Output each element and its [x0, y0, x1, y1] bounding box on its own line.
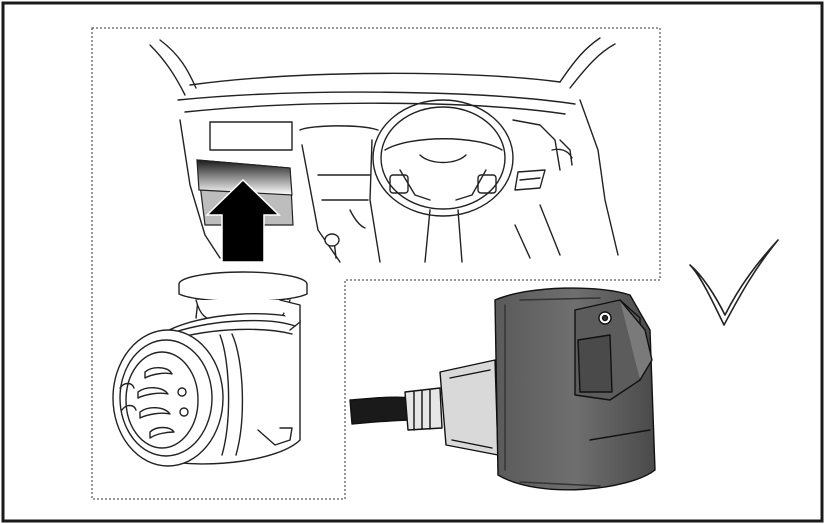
trailer-socket-connector [349, 287, 656, 491]
insert-direction-arrow [205, 178, 281, 263]
dotted-callout-outline [91, 27, 661, 500]
correct-check-icon [689, 239, 779, 326]
adapter-plug [112, 271, 308, 467]
vehicle-dashboard-illustration [149, 37, 619, 263]
